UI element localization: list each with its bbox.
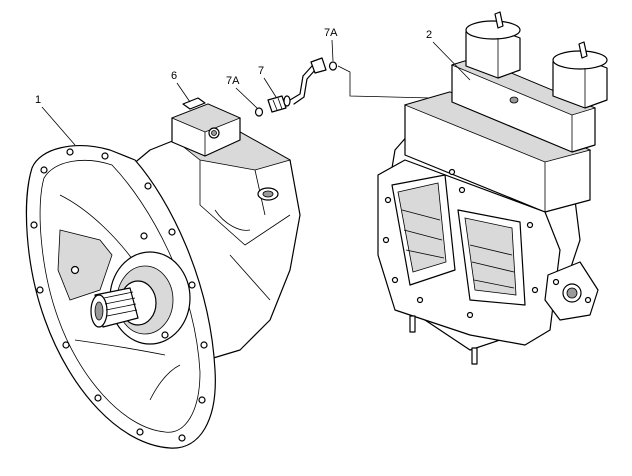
front-housing bbox=[377, 159, 561, 346]
flange-bolt-holes bbox=[30, 148, 208, 442]
cartridge-right bbox=[552, 41, 608, 109]
callout-6: 6 bbox=[171, 70, 191, 103]
callout-2: 2 bbox=[426, 29, 471, 81]
svg-text:6: 6 bbox=[171, 70, 177, 82]
side-port-flange bbox=[544, 261, 599, 321]
callout-7: 7 bbox=[258, 65, 277, 98]
pressure-line-fittings bbox=[254, 57, 515, 117]
mounting-studs bbox=[409, 315, 478, 365]
svg-text:7A: 7A bbox=[226, 75, 240, 87]
svg-text:7A: 7A bbox=[324, 27, 338, 39]
drive-shaft bbox=[90, 232, 191, 345]
bent-tube bbox=[289, 57, 327, 105]
main-pump-assembly bbox=[25, 97, 301, 449]
o-ring-7a-left bbox=[254, 107, 264, 117]
regulator-block-assembly bbox=[377, 11, 608, 365]
svg-text:1: 1 bbox=[35, 94, 41, 106]
control-block-6 bbox=[170, 97, 242, 157]
callout-7a-left: 7A bbox=[226, 75, 258, 109]
fitting-7 bbox=[267, 95, 291, 113]
cartridge-left bbox=[465, 11, 521, 79]
signal-port bbox=[509, 96, 519, 104]
o-ring-7a-top bbox=[328, 61, 338, 71]
callout-1: 1 bbox=[35, 94, 76, 146]
svg-text:7: 7 bbox=[258, 65, 264, 77]
svg-text:2: 2 bbox=[426, 29, 432, 41]
callout-7a-top: 7A bbox=[324, 27, 338, 62]
